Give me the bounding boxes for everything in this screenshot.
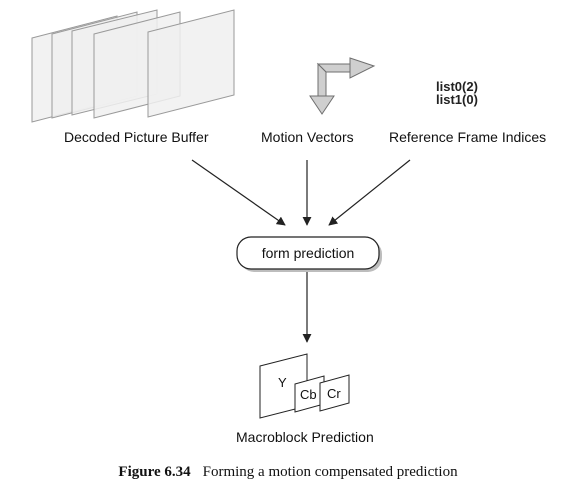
arrow-buffer-to-process (191, 159, 286, 226)
motion-vector-down-head (309, 95, 335, 115)
cr-block (319, 374, 350, 412)
figure-number: Figure 6.34 (118, 464, 191, 480)
figure-caption: Figure 6.34 Forming a motion compensated … (0, 464, 576, 481)
motion-vectors-icon (309, 57, 376, 115)
buffer-frame-5 (147, 9, 235, 118)
list1-index: list1(0) (436, 92, 478, 107)
reference-frame-indices-label: Reference Frame Indices (389, 129, 547, 145)
cr-label: Cr (327, 386, 341, 401)
process-label: form prediction (261, 245, 355, 261)
decoded-picture-buffer-icon (31, 9, 235, 123)
decoded-picture-buffer-label: Decoded Picture Buffer (64, 129, 209, 145)
list0-index: list0(2) (436, 79, 478, 94)
cb-label: Cb (300, 387, 317, 402)
motion-vectors-label: Motion Vectors (261, 129, 354, 145)
process-box (236, 236, 380, 270)
y-label: Y (278, 375, 287, 390)
macroblock-prediction-icon (259, 353, 350, 419)
motion-vector-right-head (349, 57, 376, 79)
macroblock-prediction-label: Macroblock Prediction (236, 429, 374, 445)
figure-caption-text: Forming a motion compensated prediction (202, 464, 458, 480)
arrow-indices-to-process (328, 159, 411, 226)
